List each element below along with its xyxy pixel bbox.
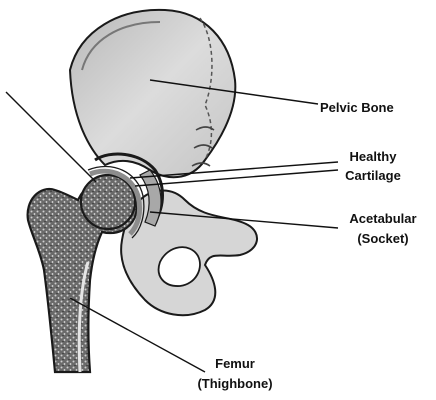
- label-acetabular-line1: Acetabular: [349, 211, 416, 226]
- pelvic-bone: [70, 10, 257, 315]
- label-socket-line2: (Socket): [357, 231, 408, 246]
- ilium: [70, 10, 235, 177]
- femur: [28, 175, 137, 372]
- label-healthy-line1: Healthy: [350, 149, 398, 164]
- label-thighbone-line2: (Thighbone): [197, 376, 272, 391]
- femoral-head: [81, 175, 135, 229]
- label-pelvic-bone: Pelvic Bone: [320, 100, 394, 115]
- label-femur-line1: Femur: [215, 356, 255, 371]
- label-cartilage-line2: Cartilage: [345, 168, 401, 183]
